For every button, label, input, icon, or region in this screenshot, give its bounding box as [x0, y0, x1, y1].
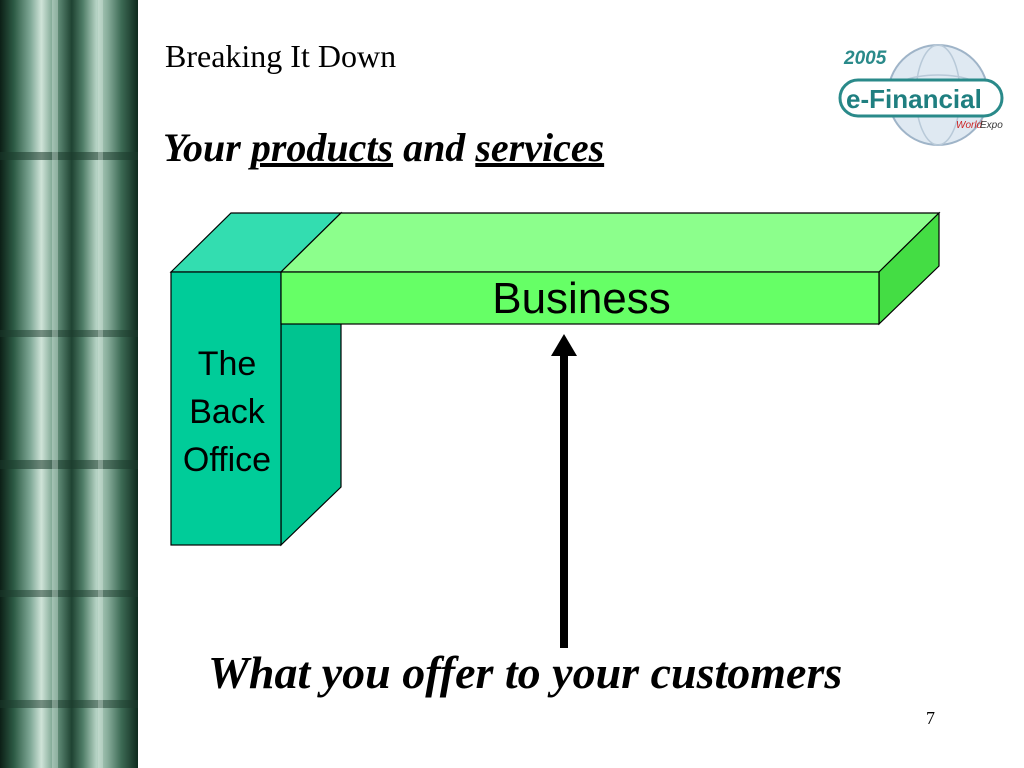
heading-part-products: products	[250, 125, 394, 170]
page-number: 7	[926, 708, 935, 728]
logo-expo: Expo	[980, 120, 1003, 131]
backoffice-front-face	[170, 271, 282, 546]
slide-caption: What you offer to your customers	[208, 647, 843, 698]
bamboo-decoration	[0, 0, 138, 768]
logo-year: 2005	[843, 48, 887, 69]
back-office-line: Back	[189, 393, 265, 431]
back-office-label: The Back Office	[172, 340, 282, 484]
back-office-line: The	[197, 345, 257, 383]
logo-world: World	[956, 120, 983, 131]
logo-brand: e-Financial	[846, 84, 982, 114]
business-label: Business	[492, 274, 671, 323]
back-office-line: Office	[182, 441, 272, 479]
slide-heading: Your products and services	[163, 124, 604, 171]
business-front-face	[280, 271, 880, 325]
heading-part-services: services	[475, 125, 605, 170]
efinancial-logo: 2005 e-Financial World Expo	[838, 44, 1004, 146]
offer-arrow-head	[551, 334, 577, 356]
business-top-face	[279, 212, 941, 273]
heading-part-your: Your	[163, 125, 251, 170]
slide-subtitle: Breaking It Down	[165, 38, 397, 74]
heading-part-and: and	[393, 125, 476, 170]
bamboo-nodes	[0, 0, 138, 768]
